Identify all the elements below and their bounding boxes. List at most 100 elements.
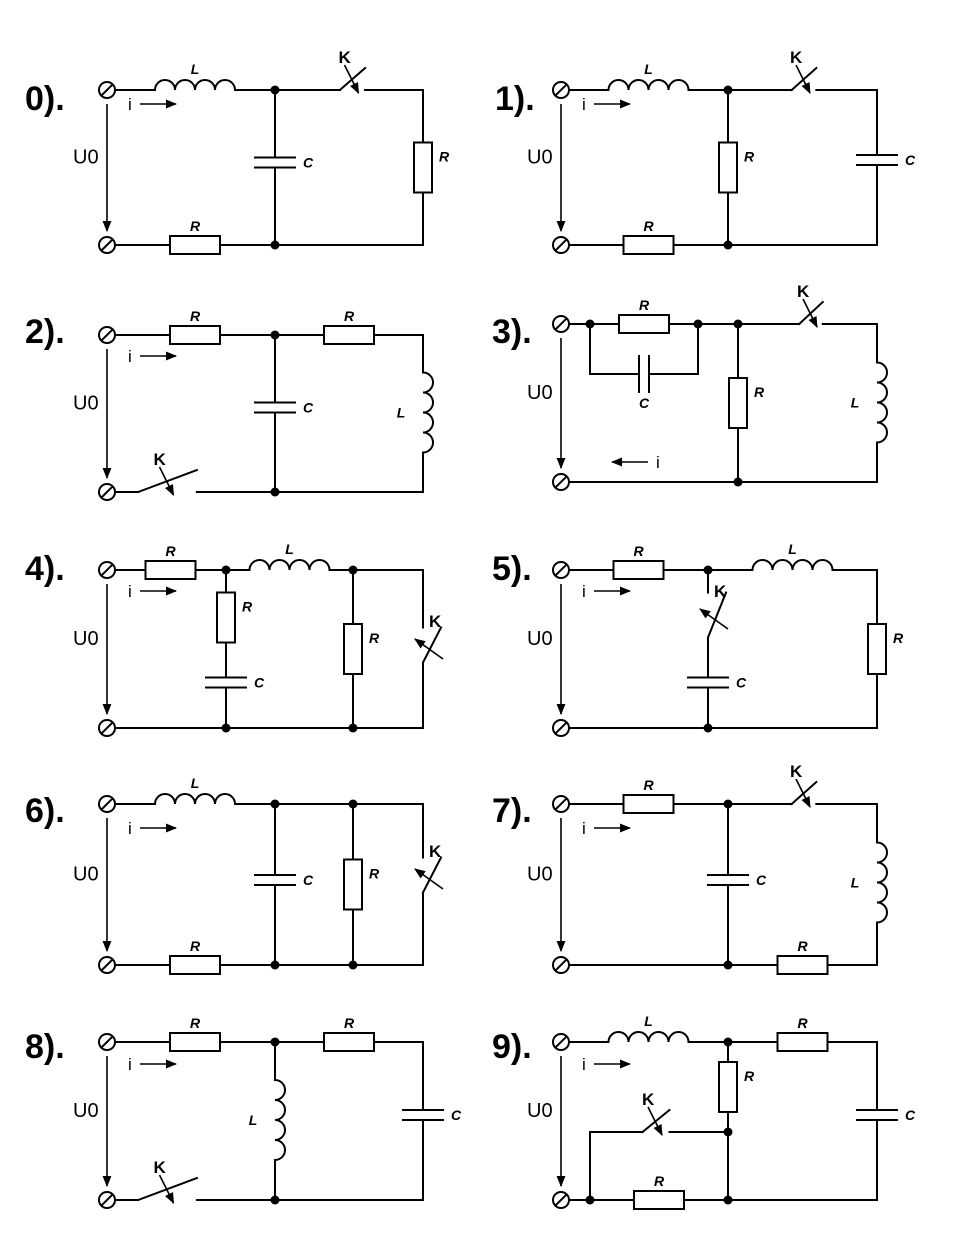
capacitor-label: C [756,872,767,888]
terminal-slash [100,1193,114,1207]
switch-arrow-icon [414,868,444,890]
current-label: i [128,347,132,366]
terminal-slash [100,83,114,97]
circuit-number: 1). [495,80,535,118]
inductor-label: L [191,775,200,791]
inductor-icon [751,559,834,572]
terminal-slash [554,797,568,811]
resistor-icon [169,1032,221,1052]
junction-dot [348,960,358,970]
inductor-label: L [644,1013,653,1029]
switch-label: K [154,450,167,469]
junction-dot [733,477,743,487]
switch-arrow-icon [343,64,360,95]
terminal-slash [554,958,568,972]
current-label: i [128,95,132,114]
inductor-label: L [397,405,406,421]
circuit-number: 8). [25,1028,65,1066]
junction-dot [221,565,231,575]
inductor-label: L [644,61,653,77]
circuit-number: 5). [492,550,532,588]
resistor-icon [169,955,221,975]
resistor-icon [413,141,433,194]
resistor-icon [169,325,221,345]
capacitor-label: C [451,1107,462,1123]
resistor-icon [323,1032,375,1052]
junction-dot [723,85,733,95]
resistor-label: R [344,1015,355,1031]
switch-blade [136,1176,199,1202]
terminal-slash [100,1035,114,1049]
junction-dot [348,723,358,733]
junction-dot [693,319,703,329]
junction-dot [703,723,713,733]
junction-dot [723,1037,733,1047]
terminal-slash [554,1193,568,1207]
terminal-slash [100,328,114,342]
resistor-icon [776,1032,829,1052]
inductor-label: L [851,395,860,411]
junction-dot [723,960,733,970]
terminal-slash [554,1035,568,1049]
junction-dot [270,1195,280,1205]
terminal-slash [100,958,114,972]
resistor-icon [144,560,197,580]
inductor-icon [153,79,237,92]
voltage-label: U0 [527,864,553,886]
junction-dot [270,1037,280,1047]
circuit-number: 3). [492,313,532,351]
resistor-label: R [797,1015,808,1031]
resistor-label: R [633,543,644,559]
inductor-icon [273,1078,286,1162]
switch-blade [421,626,443,664]
junction-dot [221,723,231,733]
junction-dot [703,565,713,575]
resistor-icon [216,591,236,644]
switch-label: K [429,842,442,861]
circuit-number: 0). [25,80,65,118]
inductor-icon [421,371,434,454]
resistor-icon [622,235,675,255]
circuit-number: 4). [25,550,65,588]
junction-dot [733,319,743,329]
switch-blade [790,66,818,92]
terminal-slash [554,83,568,97]
switch-label: K [642,1090,655,1109]
resistor-label: R [797,938,808,954]
junction-dot [723,240,733,250]
current-label: i [582,1055,586,1074]
current-label: i [582,819,586,838]
resistor-label: R [165,543,176,559]
current-label: i [582,582,586,601]
circuit-number: 9). [492,1028,532,1066]
circuit-number: 6). [25,792,65,830]
terminal-slash [100,797,114,811]
resistor-label: R [190,938,201,954]
capacitor-label: C [254,675,265,691]
switch-blade [641,1108,671,1134]
terminal-slash [100,563,114,577]
capacitor-label: C [639,395,650,411]
terminal-slash [554,563,568,577]
resistor-icon [343,858,363,911]
switch-arrow-icon [802,298,818,329]
junction-dot [270,330,280,340]
junction-dot [270,799,280,809]
inductor-label: L [249,1112,258,1128]
resistor-label: R [190,218,201,234]
resistor-icon [323,325,375,345]
switch-label: K [714,582,727,601]
capacitor-label: C [303,400,314,416]
resistor-icon [867,623,887,675]
switch-arrow-icon [414,638,444,660]
current-label: i [582,95,586,114]
inductor-icon [607,1031,690,1044]
inductor-label: L [788,541,797,557]
voltage-label: U0 [527,1100,553,1122]
junction-dot [270,960,280,970]
